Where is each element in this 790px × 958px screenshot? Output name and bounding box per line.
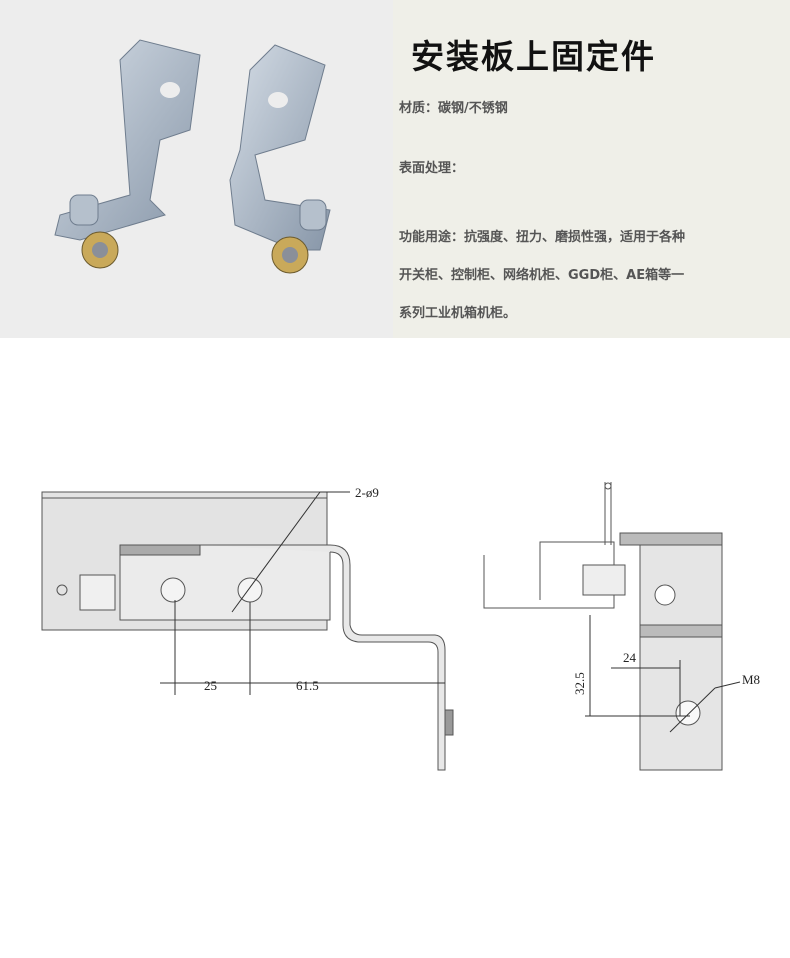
- dimension-25: 25: [204, 678, 217, 693]
- product-title: 安装板上固定件: [411, 37, 656, 76]
- side-view: [41, 491, 454, 771]
- dimension-lines: [160, 491, 741, 733]
- front-view: [483, 482, 723, 771]
- usage-line-2: 开关柜、控制柜、网络机柜、GGD柜、AE箱等一: [399, 268, 685, 283]
- usage-line-3: 系列工业机箱机柜。: [399, 306, 517, 321]
- surface-treatment-text: 表面处理：: [399, 161, 465, 176]
- left-bracket: [54, 39, 201, 269]
- thread-label: M8: [742, 672, 760, 687]
- dimension-61-5: 61.5: [296, 678, 319, 693]
- dimension-32-5: 32.5: [572, 672, 587, 695]
- dimension-24: 24: [623, 650, 637, 665]
- bracket-photo-image: [54, 39, 331, 274]
- technical-drawing: 2-ø9 25 61.5 24 32.5 M8: [0, 338, 790, 954]
- usage-line-1: 功能用途：抗强度、扭力、磨损性强，适用于各种: [399, 230, 686, 245]
- product-photo: [0, 0, 393, 338]
- product-info-panel: 安装板上固定件 材质：碳钢/不锈钢 表面处理： 功能用途：抗强度、扭力、磨损性强…: [393, 0, 790, 338]
- right-bracket: [229, 44, 331, 274]
- hole-label: 2-ø9: [355, 485, 379, 500]
- dimension-drawing: 2-ø9 25 61.5 24 32.5 M8: [41, 482, 760, 771]
- material-text: 材质：碳钢/不锈钢: [399, 101, 508, 116]
